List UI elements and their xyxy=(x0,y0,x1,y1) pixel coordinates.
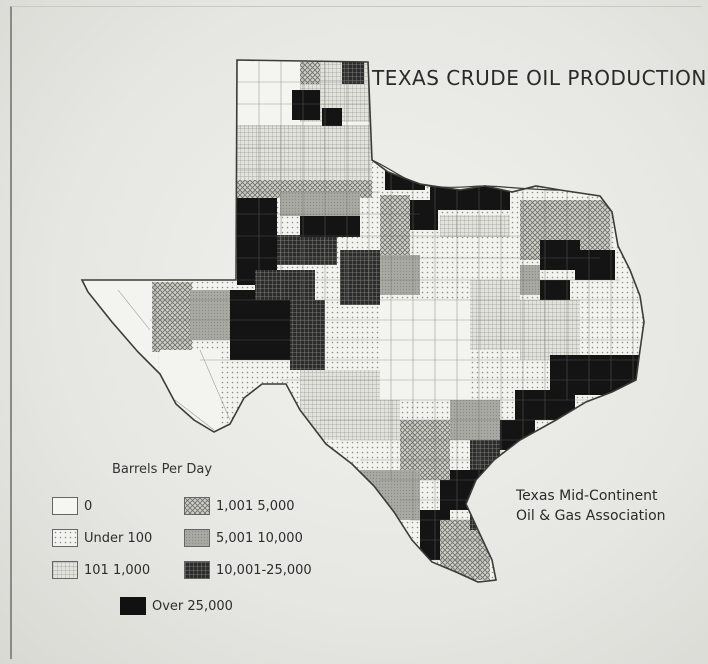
credit-line-2: Oil & Gas Association xyxy=(516,508,666,524)
credit-line-1: Texas Mid-Continent xyxy=(516,488,658,504)
legend: 0 Under 100 101 1,000 1,001 5,000 5,001 … xyxy=(52,494,352,624)
legend-swatch-dark-grid xyxy=(184,561,210,579)
legend-item-4: 5,001 10,000 xyxy=(184,526,303,550)
county-grid xyxy=(117,60,640,580)
legend-swatch-cross xyxy=(184,497,210,515)
legend-swatch-black xyxy=(120,597,146,615)
legend-label: Over 25,000 xyxy=(152,598,233,614)
frame-edge xyxy=(10,6,702,659)
legend-item-2: 101 1,000 xyxy=(52,558,150,582)
legend-label: Under 100 xyxy=(84,530,153,546)
legend-swatch-gray xyxy=(184,529,210,547)
legend-item-0: 0 xyxy=(52,494,92,518)
legend-label: 0 xyxy=(84,498,93,514)
legend-label: 10,001-25,000 xyxy=(216,562,312,578)
legend-label: 1,001 5,000 xyxy=(216,498,295,514)
legend-item-1: Under 100 xyxy=(52,526,152,550)
legend-swatch-dots xyxy=(52,529,78,547)
legend-swatch-blank xyxy=(52,497,78,515)
legend-item-6: Over 25,000 xyxy=(120,594,233,618)
legend-swatch-fine-grid xyxy=(52,561,78,579)
legend-item-3: 1,001 5,000 xyxy=(184,494,295,518)
legend-title: Barrels Per Day xyxy=(112,462,213,477)
legend-item-5: 10,001-25,000 xyxy=(184,558,312,582)
credit-text: Texas Mid-Continent Oil & Gas Associatio… xyxy=(516,486,666,526)
map-title: TEXAS CRUDE OIL PRODUCTION xyxy=(372,66,707,90)
legend-label: 5,001 10,000 xyxy=(216,530,303,546)
legend-label: 101 1,000 xyxy=(84,562,151,578)
